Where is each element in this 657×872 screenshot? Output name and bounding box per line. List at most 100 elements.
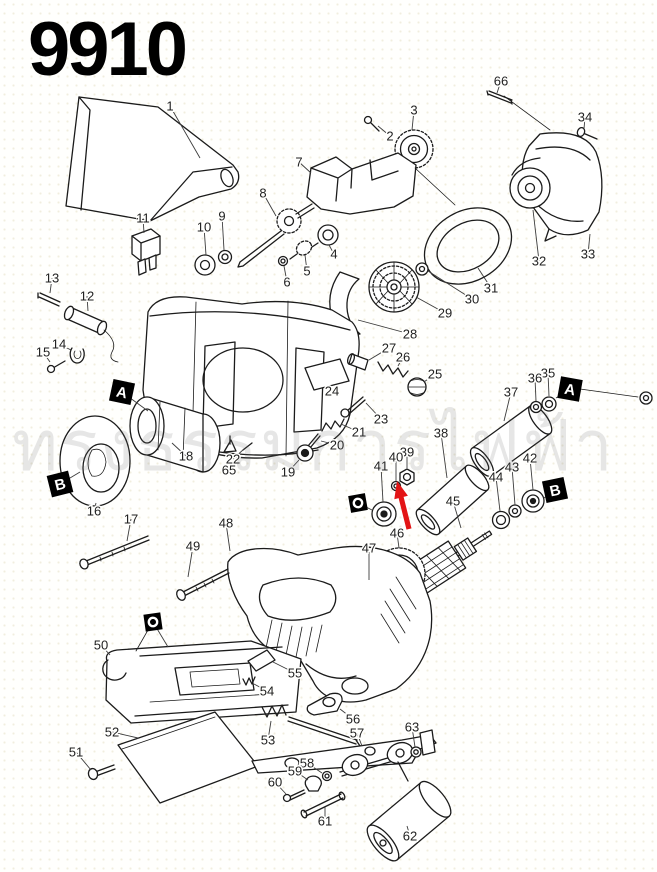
rod-part61 (300, 791, 346, 819)
part-label-14: 14 (52, 337, 66, 352)
part-label-62: 62 (403, 829, 417, 844)
section-marker-b: B (541, 476, 569, 504)
part-label-34: 34 (578, 110, 592, 125)
sheet-part52 (117, 711, 259, 804)
plate-part24 (304, 358, 350, 391)
bearing-part4 (305, 224, 339, 252)
grommet-part19 (296, 444, 314, 462)
spring-part26 (377, 361, 409, 378)
part-label-45: 45 (446, 494, 460, 509)
part-label-9: 9 (218, 209, 225, 224)
fan-cover-part16 (59, 415, 131, 507)
dust-bag (65, 96, 240, 222)
part-label-51: 51 (69, 745, 83, 760)
pin-part22 (242, 442, 253, 451)
roller-part38 (415, 464, 490, 536)
ring-part35 (541, 396, 557, 412)
cap-part25 (407, 377, 427, 397)
section-markers: A A B B (46, 376, 583, 632)
red-callout-arrow (394, 481, 412, 530)
pin-part66 (486, 90, 551, 131)
part-label-8: 8 (259, 186, 266, 201)
rod-part13 (37, 292, 61, 307)
part-label-53: 53 (261, 733, 275, 748)
bearing-part10 (194, 254, 216, 276)
marker-link-line (135, 629, 149, 652)
plate-part55 (247, 649, 276, 672)
section-marker-a: A (557, 376, 583, 402)
part-label-63: 63 (405, 720, 419, 735)
front-cover-part50 (102, 640, 302, 724)
part-number-labels: 1234567891011121314151617181920212223242… (34, 72, 596, 845)
part-label-16: 16 (87, 504, 101, 519)
part-label-28: 28 (403, 327, 417, 342)
part-label-44: 44 (489, 470, 503, 485)
part-label-66: 66 (494, 74, 508, 89)
svg-text:A: A (563, 381, 577, 400)
part-label-18: 18 (179, 449, 193, 464)
rear-handle-part48 (227, 545, 433, 703)
bearing-part42 (521, 489, 545, 513)
washer-part36 (529, 400, 543, 414)
part-label-21: 21 (352, 425, 366, 440)
part-label-60: 60 (268, 775, 282, 790)
part-label-47: 47 (362, 541, 376, 556)
part-label-55: 55 (288, 666, 302, 681)
section-marker-b: B (46, 470, 74, 498)
screw-part34 (576, 126, 598, 140)
ring-part44 (491, 510, 511, 530)
part-label-23: 23 (374, 412, 388, 427)
part-label-38: 38 (434, 426, 448, 441)
part-label-4: 4 (330, 247, 337, 262)
field-part18 (129, 396, 221, 473)
roller-bracket (339, 741, 418, 782)
washer-part43 (508, 504, 522, 518)
part-label-11: 11 (136, 211, 150, 226)
pulley-part32 (509, 157, 551, 209)
ring-marker (143, 612, 163, 632)
washer-part30 (415, 262, 429, 276)
part-label-42: 42 (523, 451, 537, 466)
spring-rod-part53 (261, 704, 361, 747)
switch-part11 (131, 228, 161, 276)
svg-text:A: A (115, 384, 129, 403)
bearing-part41 (371, 501, 397, 527)
part-label-24: 24 (325, 384, 339, 399)
part-label-7: 7 (295, 155, 302, 170)
part-label-2: 2 (386, 129, 393, 144)
spring-part54 (242, 676, 256, 686)
part-label-29: 29 (438, 306, 452, 321)
part-label-41: 41 (374, 459, 388, 474)
part-label-40: 40 (389, 450, 403, 465)
part-label-20: 20 (330, 438, 344, 453)
clip-part14 (69, 347, 85, 364)
part-label-61: 61 (318, 814, 332, 829)
part-label-57: 57 (350, 726, 364, 741)
part-label-35: 35 (541, 366, 555, 381)
pin-part20 (307, 433, 321, 449)
roller-part62 (366, 780, 452, 862)
nut-part39 (399, 468, 415, 486)
part-label-36: 36 (528, 371, 542, 386)
ring-part58 (321, 770, 333, 782)
part-label-50: 50 (94, 638, 108, 653)
pin-part6 (277, 255, 289, 267)
washer-part9 (217, 249, 233, 265)
svg-text:B: B (548, 482, 562, 501)
screw-part2 (363, 115, 380, 132)
pinion-part5 (289, 240, 313, 260)
part-label-54: 54 (260, 684, 274, 699)
washer-far-right (579, 388, 653, 405)
part-label-19: 19 (281, 465, 295, 480)
part-label-65: 65 (222, 463, 236, 478)
part-label-25: 25 (428, 367, 442, 382)
part-label-3: 3 (410, 103, 417, 118)
screw-part49 (176, 568, 230, 601)
ring-part63 (410, 746, 422, 758)
part-label-10: 10 (197, 220, 211, 235)
screw-part17 (79, 535, 150, 570)
part-label-48: 48 (219, 516, 233, 531)
part-label-17: 17 (124, 512, 138, 527)
clip-part65 (223, 435, 237, 453)
